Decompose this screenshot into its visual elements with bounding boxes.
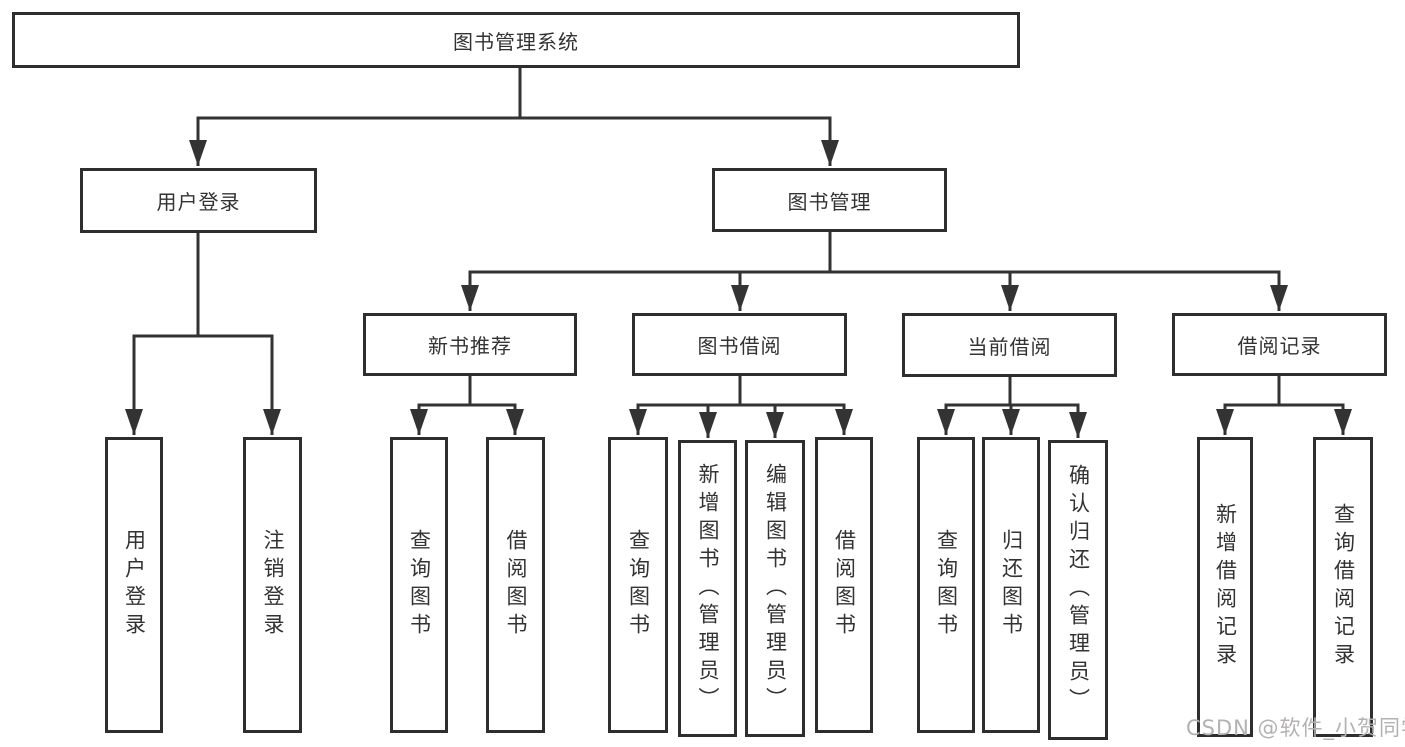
leaf-borrow-books-recommend: 借阅图书 xyxy=(486,437,545,733)
node-root-system: 图书管理系统 xyxy=(12,12,1020,68)
leaf-edit-book-admin: 编辑图书（管理员） xyxy=(745,440,805,737)
node-current-borrow: 当前借阅 xyxy=(902,313,1117,377)
node-book-management: 图书管理 xyxy=(712,168,947,232)
node-user-login: 用户登录 xyxy=(80,168,317,233)
leaf-query-books-borrow: 查询图书 xyxy=(608,437,668,733)
leaf-query-books-recommend: 查询图书 xyxy=(390,437,448,733)
leaf-query-borrow-record: 查询借阅记录 xyxy=(1313,437,1373,737)
leaf-confirm-return-admin: 确认归还（管理员） xyxy=(1048,440,1108,740)
leaf-add-book-admin: 新增图书（管理员） xyxy=(678,440,737,737)
leaf-add-borrow-record: 新增借阅记录 xyxy=(1197,437,1253,737)
node-book-borrow: 图书借阅 xyxy=(632,313,847,376)
node-borrow-records: 借阅记录 xyxy=(1172,313,1387,376)
leaf-borrow-books-borrow: 借阅图书 xyxy=(815,437,873,733)
leaf-query-books-current: 查询图书 xyxy=(917,437,975,733)
leaf-logout: 注销登录 xyxy=(243,437,302,733)
leaf-user-login: 用户登录 xyxy=(105,437,163,733)
leaf-return-book: 归还图书 xyxy=(982,437,1040,733)
csdn-watermark: CSDN @软件_小贺同学 xyxy=(1186,716,1405,740)
node-new-book-recommend: 新书推荐 xyxy=(363,313,577,376)
